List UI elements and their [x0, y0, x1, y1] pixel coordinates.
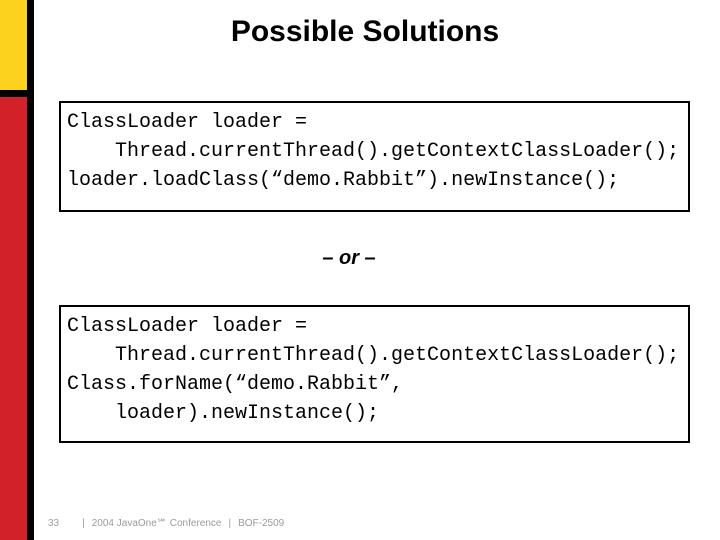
- code-line: ClassLoader loader =: [67, 111, 308, 134]
- slide-number: 33: [48, 518, 60, 529]
- code-line: Class.forName(“demo.Rabbit”,: [67, 373, 404, 396]
- code-line: ClassLoader loader =: [67, 315, 308, 338]
- footer-session-id: BOF-2509: [238, 518, 285, 529]
- code-line: Thread.currentThread().getContextClassLo…: [67, 140, 680, 163]
- or-separator: – or –: [322, 247, 376, 269]
- footer-pipe: |: [228, 518, 232, 529]
- code-box-first-solution: ClassLoader loader = Thread.currentThrea…: [59, 101, 690, 212]
- left-edge-vertical-line: [27, 0, 34, 540]
- slide-title: Possible Solutions: [230, 15, 500, 48]
- left-edge-black-divider: [0, 90, 27, 97]
- footer-pipe: |: [82, 518, 85, 529]
- code-line: loader.loadClass(“demo.Rabbit”).newInsta…: [67, 169, 620, 192]
- left-edge-red-bar: [0, 97, 27, 540]
- left-edge-yellow-bar: [0, 0, 27, 90]
- footer-conference-name: 2004 JavaOne℠ Conference: [91, 518, 222, 529]
- code-line: Thread.currentThread().getContextClassLo…: [67, 344, 680, 367]
- code-box-second-solution: ClassLoader loader = Thread.currentThrea…: [59, 305, 690, 443]
- slide-footer: 33 | 2004 JavaOne℠ Conference | BOF-2509: [48, 518, 284, 529]
- code-line: loader).newInstance();: [67, 402, 380, 425]
